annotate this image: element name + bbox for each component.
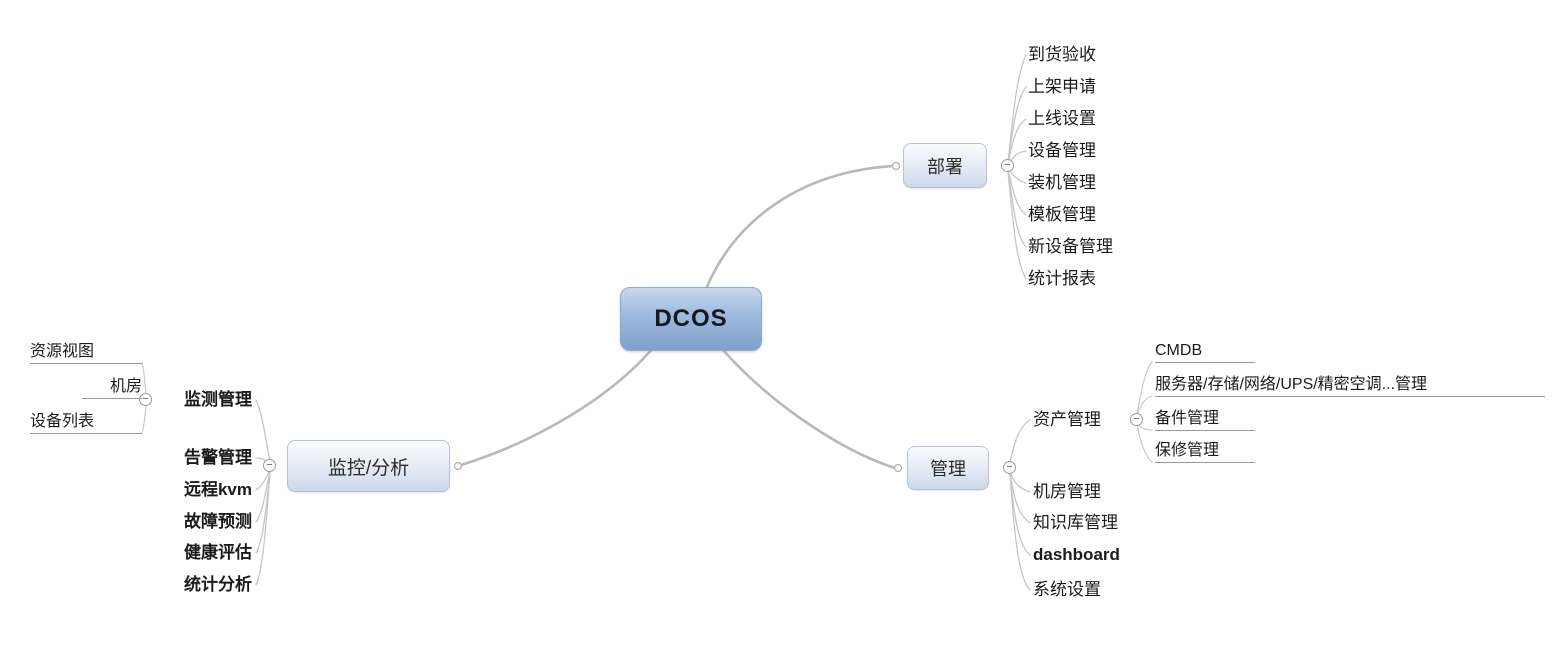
link-asset-child <box>1136 424 1153 463</box>
link-monitorsub-child <box>141 362 147 395</box>
node-deploy-child[interactable]: 到货验收 <box>1028 45 1096 64</box>
link-deploy-child <box>1007 54 1027 163</box>
node-asset-child[interactable]: 服务器/存储/网络/UPS/精密空调...管理 <box>1155 374 1545 397</box>
link-deploy-child <box>1007 171 1027 280</box>
link-manage-child <box>1009 473 1031 591</box>
node-manage[interactable]: 管理 <box>907 446 989 490</box>
node-deploy-child[interactable]: 上架申请 <box>1028 77 1096 96</box>
node-manage-child[interactable]: 系统设置 <box>1033 580 1101 599</box>
collapse-button-monitor[interactable]: − <box>263 459 276 472</box>
link-monitor-child <box>255 471 271 554</box>
node-monitor-child[interactable]: 远程kvm <box>183 480 252 499</box>
link-monitor-child <box>255 399 271 462</box>
node-monitor-child[interactable]: 统计分析 <box>184 575 252 594</box>
link-manage-child <box>1009 471 1031 493</box>
link-deploy-child <box>1007 86 1027 163</box>
node-deploy-label: 部署 <box>927 156 963 177</box>
edge-root-deploy <box>704 164 895 291</box>
node-deploy[interactable]: 部署 <box>903 143 987 188</box>
node-manage-child[interactable]: 资产管理 <box>1033 410 1101 429</box>
node-root[interactable]: DCOS <box>620 287 762 351</box>
node-manage-child[interactable]: dashboard <box>1033 545 1120 564</box>
junction-dot <box>893 463 903 473</box>
edge-root-monitor <box>459 347 654 467</box>
node-monitorsub-child[interactable]: 机房 <box>82 376 142 399</box>
link-monitor-child <box>255 469 271 491</box>
link-manage-child <box>1009 419 1031 464</box>
link-monitor-child <box>255 471 271 586</box>
edge-root-manage <box>721 348 897 470</box>
link-monitorsub-child <box>141 405 147 434</box>
node-deploy-child[interactable]: 装机管理 <box>1028 173 1096 192</box>
node-manage-label: 管理 <box>930 459 966 479</box>
node-asset-child[interactable]: CMDB <box>1155 340 1255 363</box>
node-manage-child[interactable]: 知识库管理 <box>1033 513 1118 532</box>
node-deploy-child[interactable]: 模板管理 <box>1028 205 1096 224</box>
node-deploy-child[interactable]: 新设备管理 <box>1028 237 1113 256</box>
collapse-button-manage[interactable]: − <box>1003 461 1016 474</box>
node-monitor-child[interactable]: 健康评估 <box>184 543 252 562</box>
link-manage-child <box>1009 473 1031 556</box>
link-asset-child <box>1136 361 1153 415</box>
node-monitorsub-child[interactable]: 资源视图 <box>30 341 142 364</box>
node-asset-child[interactable]: 保修管理 <box>1155 440 1255 463</box>
node-monitor[interactable]: 监控/分析 <box>287 440 450 492</box>
node-monitor-child[interactable]: 告警管理 <box>184 448 252 467</box>
collapse-button-asset[interactable]: − <box>1130 413 1143 426</box>
node-deploy-child[interactable]: 统计报表 <box>1028 269 1096 288</box>
node-deploy-child[interactable]: 设备管理 <box>1028 141 1096 160</box>
node-monitor-child[interactable]: 监测管理 <box>184 390 252 409</box>
node-deploy-child[interactable]: 上线设置 <box>1028 109 1096 128</box>
link-deploy-child <box>1007 170 1027 248</box>
node-asset-child[interactable]: 备件管理 <box>1155 408 1255 431</box>
junction-dot <box>453 461 463 471</box>
node-monitor-label: 监控/分析 <box>327 457 410 479</box>
link-manage-child <box>1009 472 1031 524</box>
collapse-button-monitor-sub[interactable]: − <box>139 393 152 406</box>
node-manage-child[interactable]: 机房管理 <box>1033 482 1101 501</box>
node-monitor-child[interactable]: 故障预测 <box>184 512 252 531</box>
link-deploy-child <box>1007 118 1027 164</box>
link-deploy-child <box>1007 169 1027 216</box>
node-monitorsub-child[interactable]: 设备列表 <box>30 411 142 434</box>
node-root-label: DCOS <box>654 305 728 332</box>
collapse-button-deploy[interactable]: − <box>1001 159 1014 172</box>
junction-dot <box>891 161 901 171</box>
link-monitor-child <box>255 470 271 523</box>
